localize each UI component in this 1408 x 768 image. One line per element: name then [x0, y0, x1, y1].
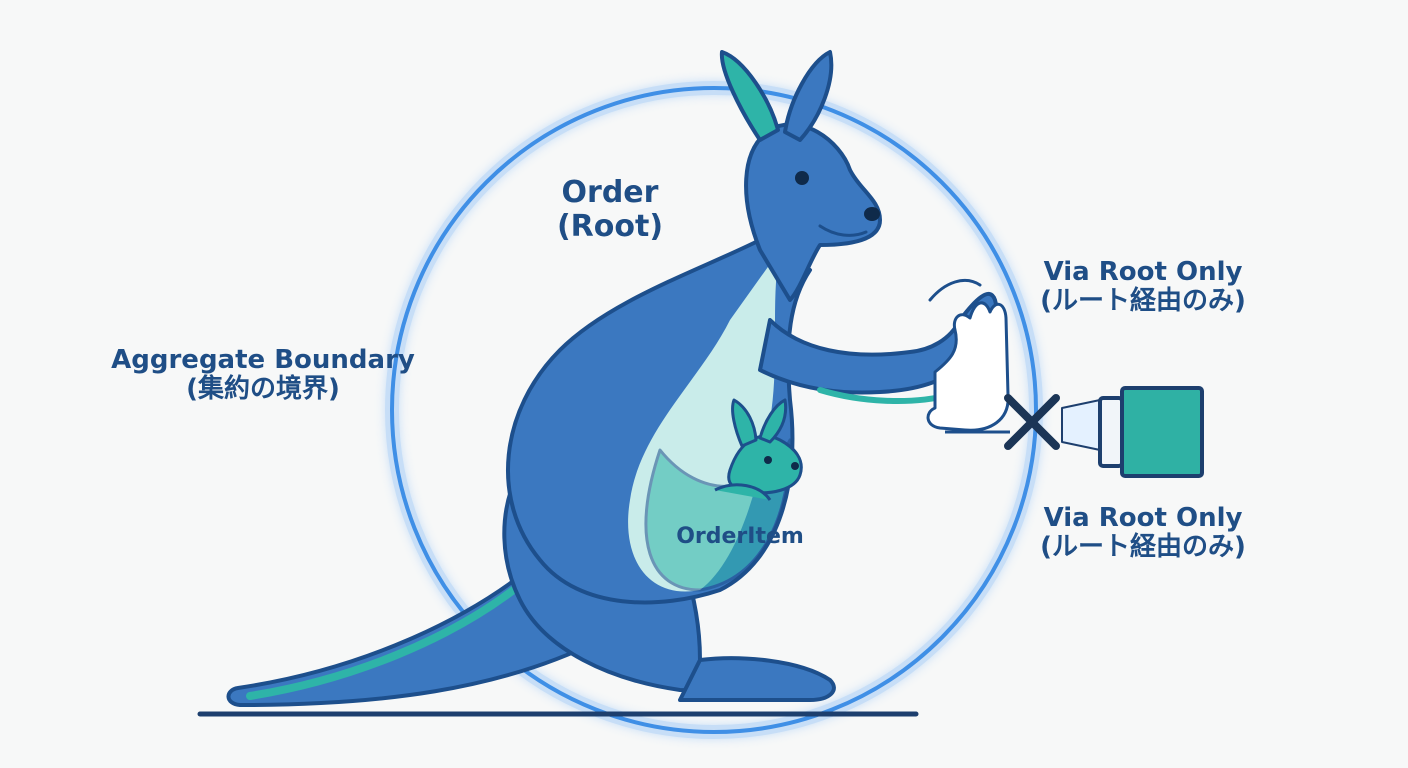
stop-hand-icon: [926, 301, 1010, 434]
connector-plug-icon: [1061, 386, 1204, 478]
order-root-label-line1: Order: [561, 175, 659, 210]
aggregate-boundary-label-line1: Aggregate Boundary: [111, 345, 415, 375]
cross-mark-icon: [1004, 394, 1060, 450]
via-root-only-top-line1: Via Root Only: [1043, 257, 1243, 287]
kangaroo-icon: [226, 50, 998, 707]
aggregate-boundary-label: Aggregate Boundary (集約の境界): [88, 345, 438, 405]
order-item-label: OrderItem: [676, 524, 804, 549]
via-root-only-bottom-line2: (ルート経由のみ): [1040, 532, 1246, 563]
aggregate-boundary-label-line2: (集約の境界): [186, 374, 340, 405]
via-root-only-bottom-line1: Via Root Only: [1043, 503, 1243, 533]
order-root-label-line2: (Root): [556, 208, 664, 244]
joey-kangaroo-icon: [714, 398, 803, 501]
order-root-label: Order (Root): [540, 176, 680, 243]
via-root-only-top-line2: (ルート経由のみ): [1040, 286, 1246, 317]
aggregate-boundary-circle-core: [390, 86, 1038, 734]
via-root-only-label-top: Via Root Only (ルート経由のみ): [1018, 257, 1268, 317]
via-root-only-label-bottom: Via Root Only (ルート経由のみ): [1018, 503, 1268, 563]
